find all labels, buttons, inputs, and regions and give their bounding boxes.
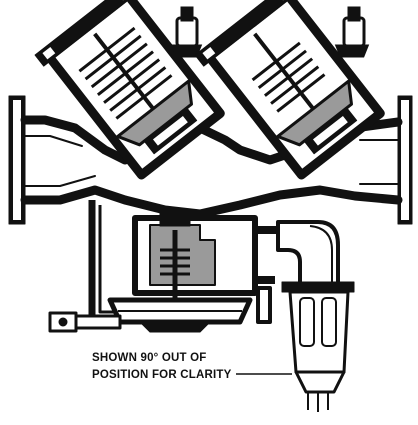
annotation-line-2: POSITION FOR CLARITY — [92, 369, 232, 381]
annotation-line-1: SHOWN 90° OUT OF — [92, 352, 207, 364]
relief-valve — [48, 200, 300, 333]
relief-spring — [160, 248, 190, 276]
pipe-body — [8, 95, 413, 225]
right-valve-cover — [194, 0, 299, 67]
left-valve-cover — [34, 0, 139, 67]
right-valve-disc — [276, 79, 353, 147]
left-test-cock — [167, 6, 203, 58]
right-check-valve — [194, 0, 385, 180]
annotation: SHOWN 90° OUT OF POSITION FOR CLARITY — [92, 352, 292, 381]
air-gap-drain-funnel — [288, 290, 350, 412]
left-check-valve — [34, 0, 225, 180]
right-test-cock — [334, 6, 370, 58]
drain-elbow — [276, 220, 355, 293]
left-valve-disc — [116, 79, 193, 147]
